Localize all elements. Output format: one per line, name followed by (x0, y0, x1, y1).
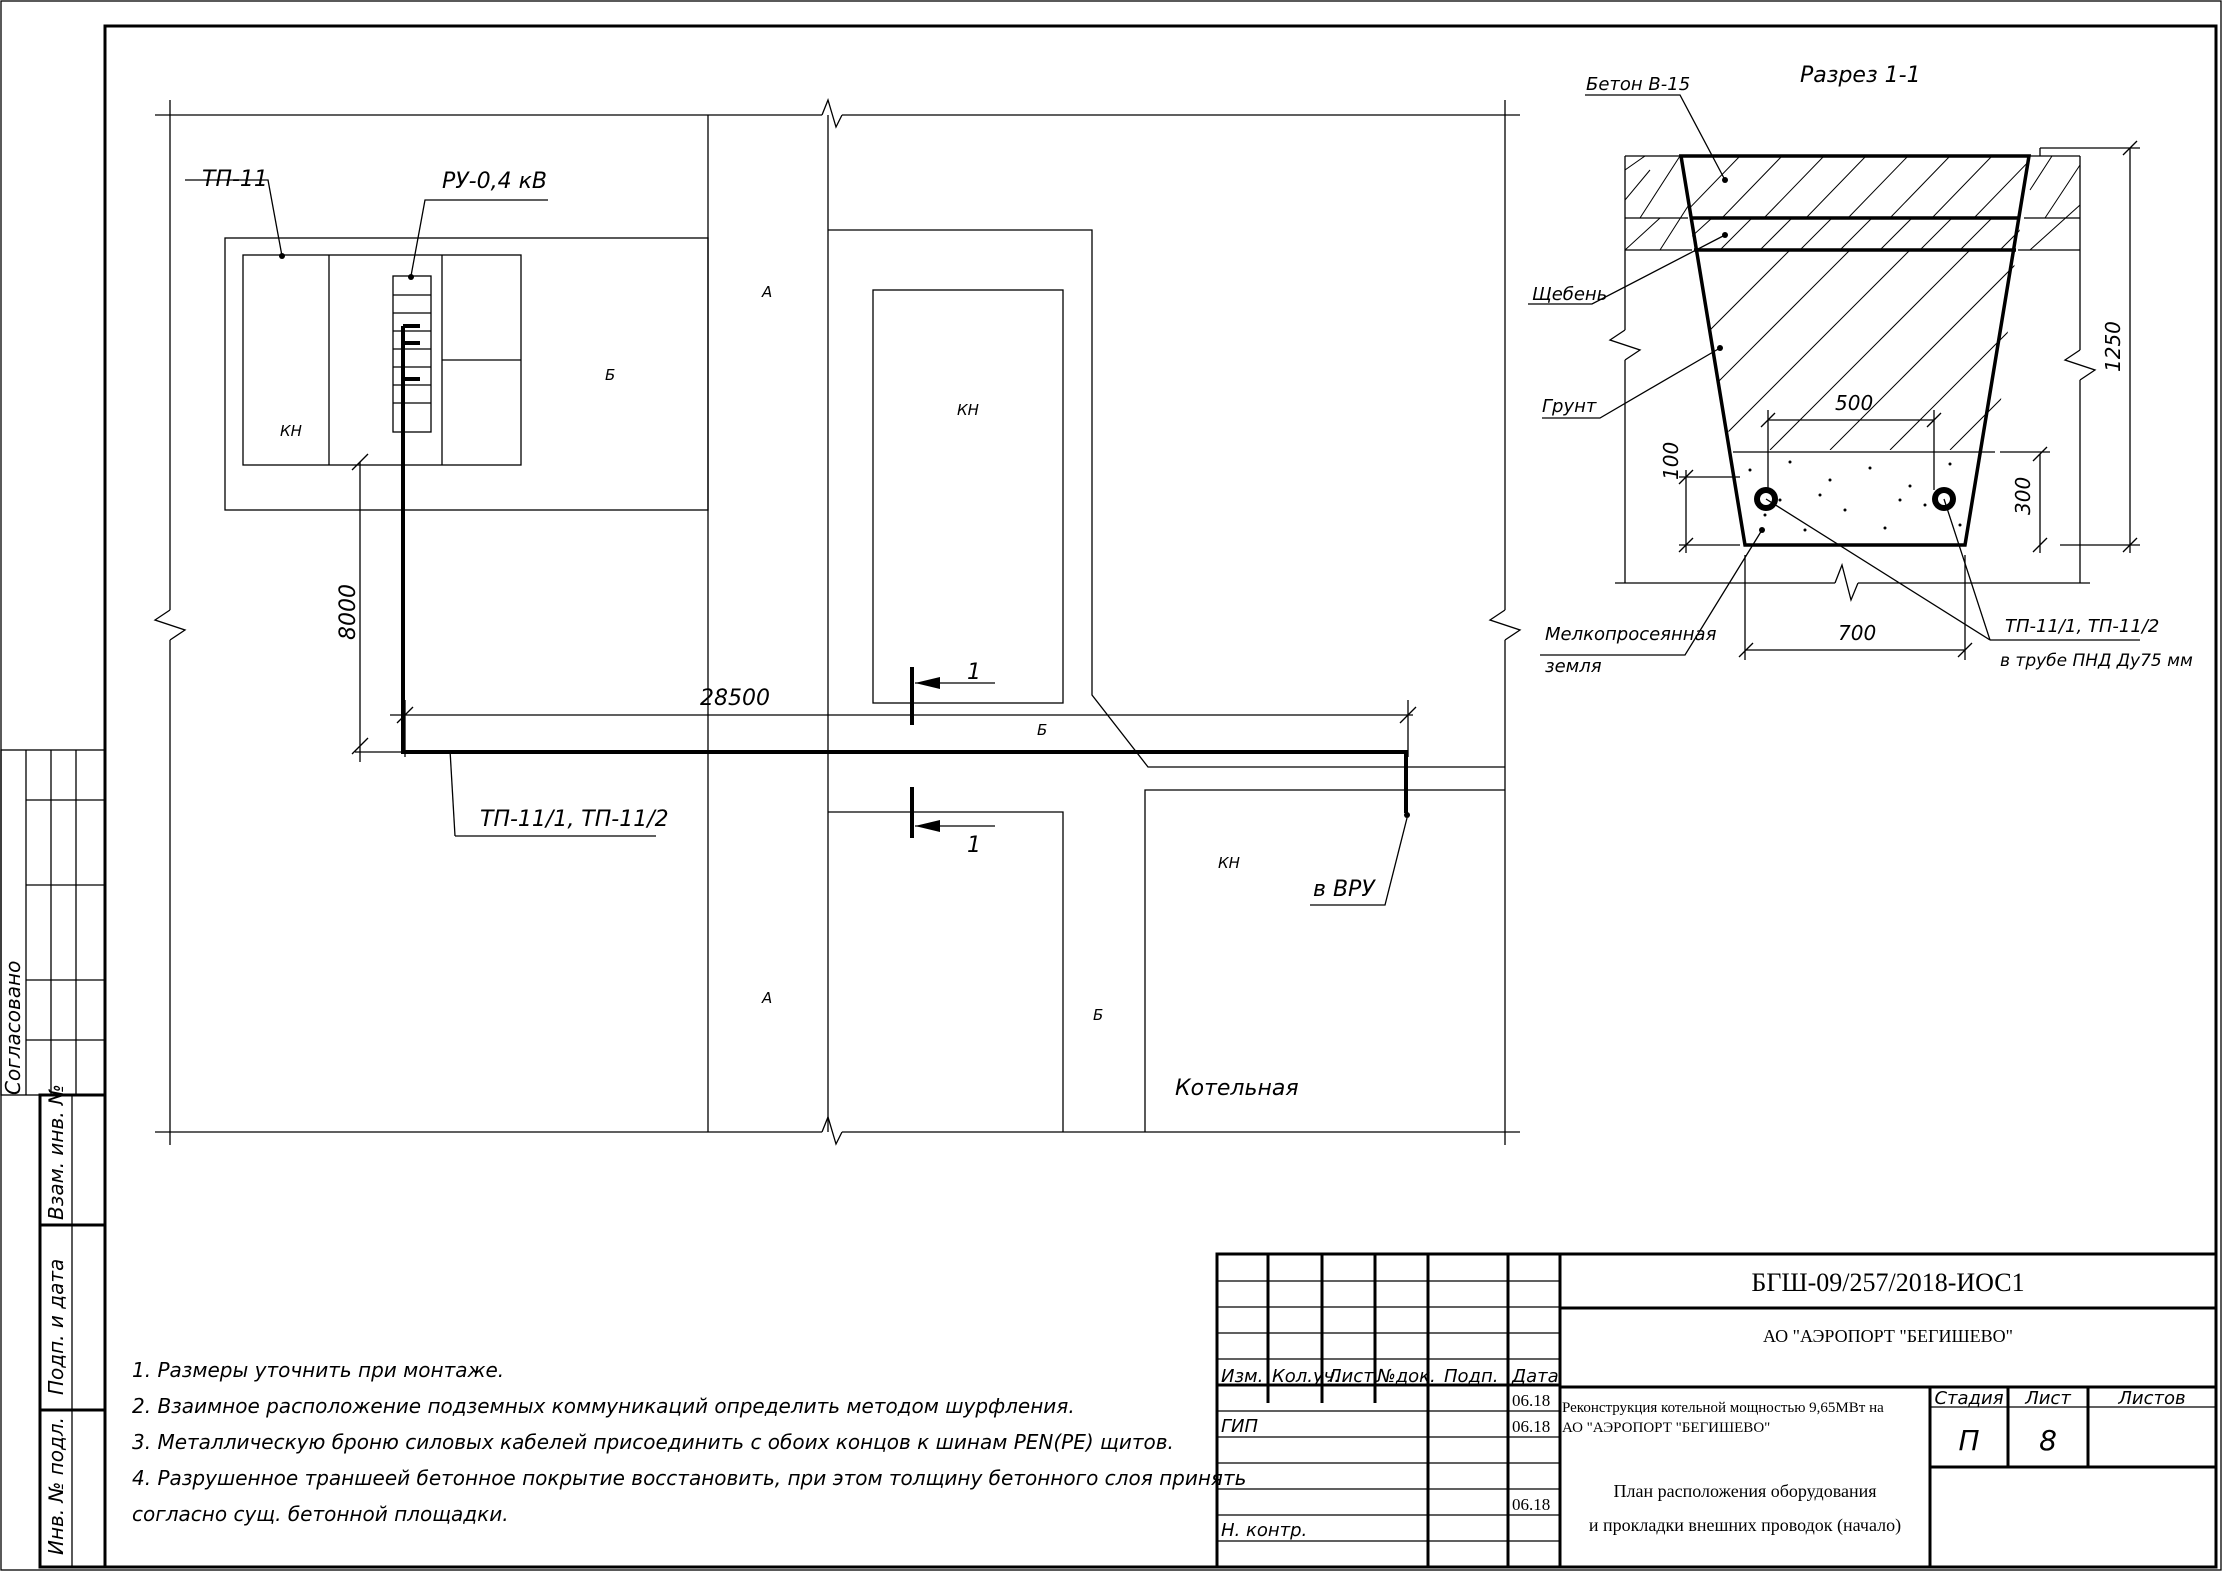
dim-300: 300 (2011, 477, 2035, 515)
drawing-title-1: План расположения оборудования (1614, 1481, 1877, 1501)
section-mark-top: 1 (967, 660, 981, 685)
kn-label-3: КН (1218, 854, 1240, 872)
hdr-ndok: №док. (1376, 1366, 1436, 1387)
cable-label: ТП-11/1, ТП-11/2 (480, 807, 669, 832)
note-2: 2. Взаимное расположение подземных комму… (132, 1394, 1075, 1418)
road-b-label-3: Б (1093, 1006, 1103, 1024)
sheet-value: 8 (2039, 1424, 2057, 1457)
agreed-label: Согласовано (1, 961, 25, 1095)
trench-outline (1678, 154, 2032, 547)
note-3: 3. Металлическую броню силовых кабелей п… (132, 1430, 1174, 1454)
date-2: 06.18 (1512, 1417, 1550, 1436)
note-4: 4. Разрушенное траншеей бетонное покрыти… (132, 1466, 1246, 1490)
dim-700: 700 (1838, 621, 1876, 645)
kn-label-2: КН (957, 401, 979, 419)
project-line-1: Реконструкция котельной мощностью 9,65МВ… (1562, 1400, 1884, 1416)
note-4-cont: согласно сущ. бетонной площадки. (132, 1502, 509, 1526)
section-mark-bottom: 1 (967, 833, 981, 858)
notes: 1. Размеры уточнить при монтаже. 2. Взаи… (132, 1358, 1246, 1526)
title-block: Изм. Кол.уч. Лист №док. Подп. Дата ГИП Н… (1215, 1252, 2218, 1569)
tp11-label: ТП-11 (202, 167, 268, 192)
hdr-data: Дата (1511, 1366, 1559, 1387)
side-stamp: Согласовано Взам. инв. № Подп. и дата Ин… (0, 749, 107, 1569)
date-1: 06.18 (1512, 1391, 1550, 1410)
project-line-2: АО "АЭРОПОРТ "БЕГИШЕВО" (1562, 1420, 1770, 1436)
hdr-podp: Подп. (1444, 1366, 1498, 1387)
note-1: 1. Размеры уточнить при монтаже. (132, 1358, 504, 1382)
stage-label: Стадия (1934, 1388, 2003, 1409)
road-a-label-1: А (761, 283, 772, 301)
org-name: АО "АЭРОПОРТ "БЕГИШЕВО" (1763, 1326, 2013, 1346)
section-1-1: Разрез 1-1 Бетон В-15 Щебень Грунт Мелко… (1528, 63, 2193, 677)
section-pipe-label: в трубе ПНД Ду75 мм (2000, 651, 2193, 671)
section-cables-label: ТП-11/1, ТП-11/2 (2005, 616, 2159, 637)
section-title: Разрез 1-1 (1800, 63, 1921, 88)
dim-8000: 8000 (336, 584, 361, 640)
date-3: 06.18 (1512, 1495, 1550, 1514)
dim-100: 100 (1659, 442, 1683, 480)
boiler-label: Котельная (1175, 1076, 1299, 1101)
swap-inv-label: Взам. инв. № (44, 1084, 68, 1220)
sheets-label: Листов (2117, 1388, 2185, 1409)
role-nkontr: Н. контр. (1221, 1520, 1307, 1541)
ru04-label: РУ-0,4 кВ (442, 169, 547, 194)
site-plan: ТП-11 РУ-0,4 кВ КН КН КН А А Б Б Б Котел… (153, 98, 1522, 1146)
hdr-koluch: Кол.уч. (1272, 1366, 1340, 1387)
road-a-label-2: А (761, 989, 772, 1007)
road-b-label-1: Б (605, 366, 615, 384)
sign-date-label: Подп. и дата (44, 1259, 68, 1395)
dim-500: 500 (1835, 391, 1873, 415)
road-b-label-2: Б (1037, 721, 1047, 739)
sheet-label: Лист (2024, 1388, 2071, 1409)
soil-label: Грунт (1542, 396, 1597, 417)
doc-code: БГШ-09/257/2018-ИОС1 (1751, 1268, 2024, 1297)
vru-label: в ВРУ (1313, 877, 1376, 902)
dim-1250: 1250 (2101, 321, 2125, 372)
hdr-list: Лист (1327, 1366, 1374, 1387)
kn-label-1: КН (280, 422, 302, 440)
concrete-label: Бетон В-15 (1586, 74, 1690, 95)
gravel-label: Щебень (1532, 284, 1607, 305)
dim-28500: 28500 (700, 686, 770, 711)
stage-value: П (1958, 1424, 1979, 1457)
sand-dots (1748, 460, 1962, 532)
hdr-izm: Изм. (1221, 1366, 1263, 1387)
inv-orig-label: Инв. № подл. (44, 1417, 68, 1555)
fine-earth-label-1: Мелкопросеянная (1545, 624, 1717, 645)
role-gip: ГИП (1221, 1416, 1258, 1437)
drawing-title-2: и прокладки внешних проводок (начало) (1589, 1515, 1901, 1536)
cable-route (401, 326, 1408, 813)
fine-earth-label-2: земля (1545, 656, 1602, 677)
